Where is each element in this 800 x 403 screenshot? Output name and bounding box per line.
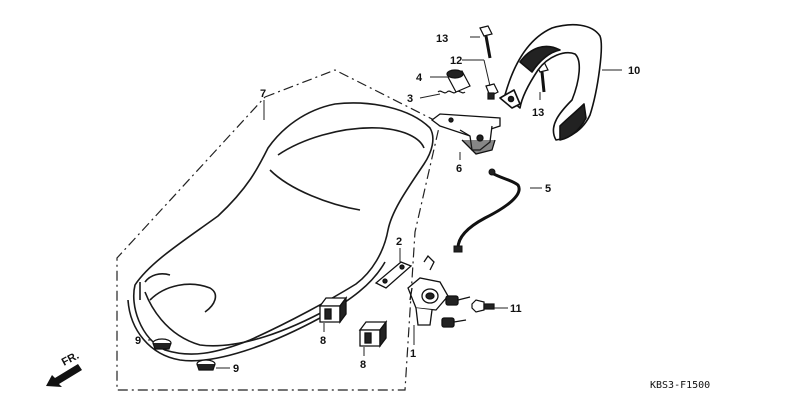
callout-8-left: 8 [320,335,326,347]
cushion-block-8a [318,296,348,324]
callouts: 7 13 12 4 3 10 13 6 5 2 11 1 8 8 9 9 [135,33,640,375]
callout-13-right: 13 [532,107,544,119]
callout-9-left: 9 [135,335,141,347]
key-icon-spare [441,317,467,328]
callout-12: 12 [450,55,462,67]
diagram-code: KBS3-F1500 [650,380,710,391]
rubber-cap-9a [152,338,172,350]
callout-7: 7 [260,88,266,100]
seat-lock-part [407,254,471,328]
callout-4: 4 [416,72,423,84]
callout-13-top: 13 [436,33,448,45]
rubber-cap-9b [196,359,216,371]
spring-part [437,90,466,94]
callout-1: 1 [410,348,416,360]
bolt-part [471,299,495,313]
front-direction-arrow [46,364,82,387]
callout-6: 6 [456,163,462,175]
cable-part [453,168,521,253]
callout-10: 10 [628,65,640,77]
cushion-block-8b [358,320,388,348]
leader-lines [148,36,622,369]
callout-5: 5 [545,183,551,195]
callout-2: 2 [396,236,402,248]
callout-8-right: 8 [360,359,366,371]
assembly-boundary [116,69,441,391]
callout-9-right: 9 [233,363,239,375]
grab-rail-part [499,23,603,141]
nut-12 [485,83,499,100]
collar-part [446,69,471,93]
key-icon [445,295,471,306]
catch-plate-part [374,261,413,289]
hinge-bracket-part [430,113,501,155]
callout-3: 3 [407,93,413,105]
bolt-13a [479,25,493,59]
seat-part [127,102,434,362]
callout-11: 11 [510,303,522,315]
